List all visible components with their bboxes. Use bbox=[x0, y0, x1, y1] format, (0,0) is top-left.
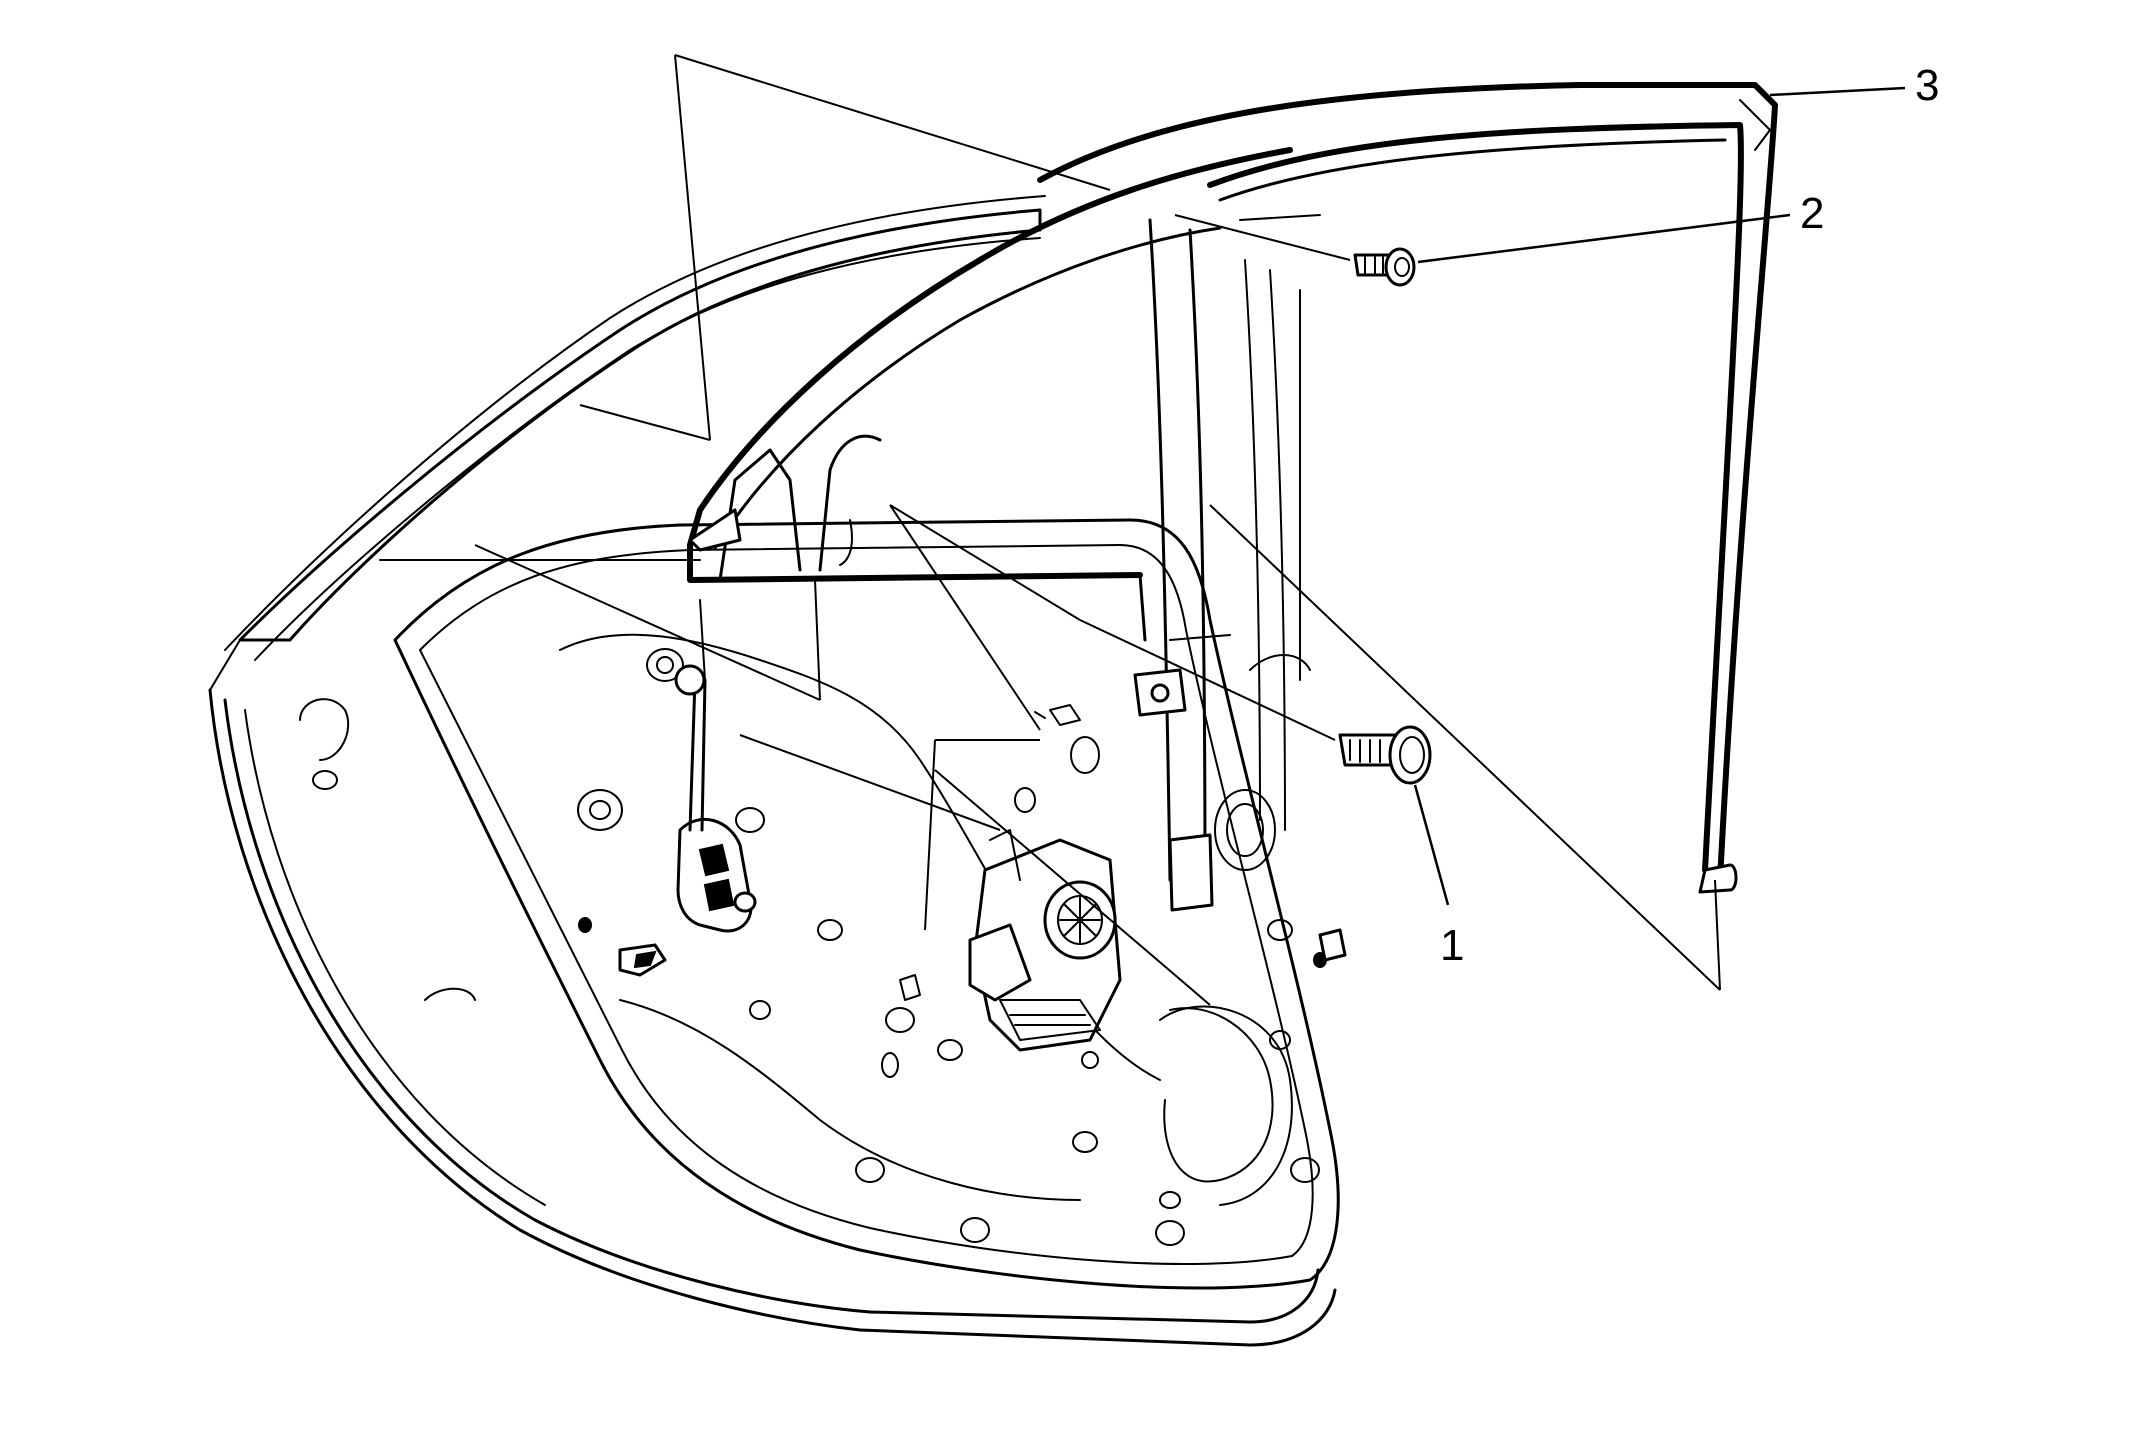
door-inner-panel bbox=[393, 518, 1340, 1290]
door-frame bbox=[687, 147, 1321, 912]
door-lock-module bbox=[674, 599, 757, 933]
screw-2 bbox=[1353, 247, 1416, 287]
callout-2-label: 2 bbox=[1800, 189, 1824, 238]
leader-2 bbox=[1417, 213, 1791, 264]
window-run-channel-3 bbox=[1037, 82, 1778, 894]
callout-3-label: 3 bbox=[1915, 61, 1939, 110]
window-regulator-motor bbox=[968, 829, 1122, 1052]
alignment-lines bbox=[474, 54, 1721, 1006]
leader-3 bbox=[1769, 86, 1906, 97]
misc-fasteners bbox=[1034, 704, 1347, 962]
bolt-1 bbox=[1338, 725, 1432, 785]
callout-leaders bbox=[1413, 86, 1906, 906]
door-outer-panel bbox=[208, 195, 1337, 1347]
leader-1 bbox=[1413, 784, 1450, 906]
callout-1-label: 1 bbox=[1440, 921, 1464, 970]
